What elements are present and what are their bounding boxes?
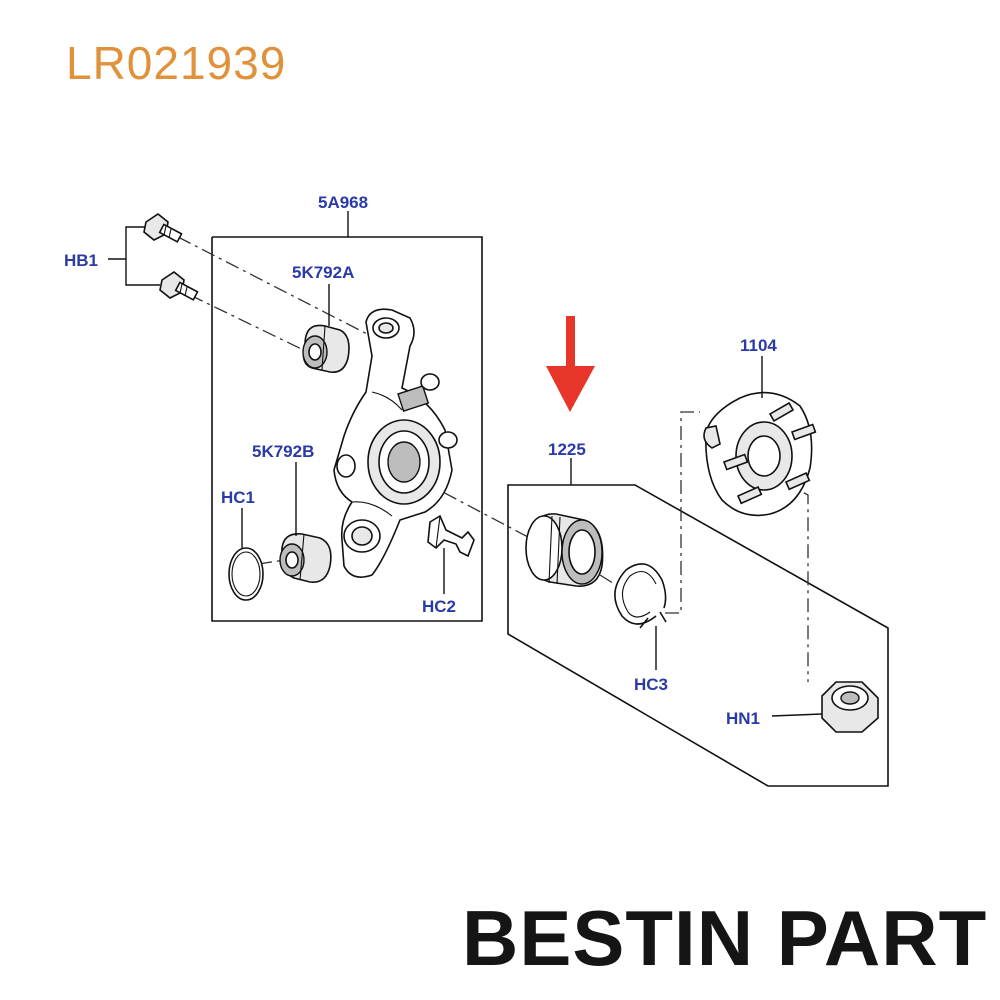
label-bolts: HB1 [64,251,98,270]
label-hub: 1104 [740,336,777,355]
bolt-upper [143,213,183,243]
label-clip: HC2 [422,597,456,616]
label-bearing: 1225 [548,440,586,459]
label-bushing-lower: 5K792B [252,442,314,461]
label-knuckle: 5A968 [318,193,368,212]
bearing-group-box [507,484,889,787]
brand-logo: BESTIN PART [462,894,988,982]
steering-knuckle [333,308,458,578]
bushing-upper [302,324,350,374]
knuckle-group-box [211,236,483,622]
label-nut: HN1 [726,709,760,728]
part-number-title: LR021939 [66,37,287,89]
highlight-arrow [546,316,595,412]
label-snap-ring: HC3 [634,675,668,694]
label-bushing-upper: 5K792A [292,263,354,282]
circlip-small [228,547,264,601]
retaining-clip [427,514,475,558]
bushing-lower [279,532,332,583]
snap-ring [614,563,667,629]
bolt-lower [159,271,199,301]
wheel-bearing [525,513,604,587]
hub-nut [821,681,879,733]
wheel-hub [703,391,817,517]
label-circlip-small: HC1 [221,488,255,507]
